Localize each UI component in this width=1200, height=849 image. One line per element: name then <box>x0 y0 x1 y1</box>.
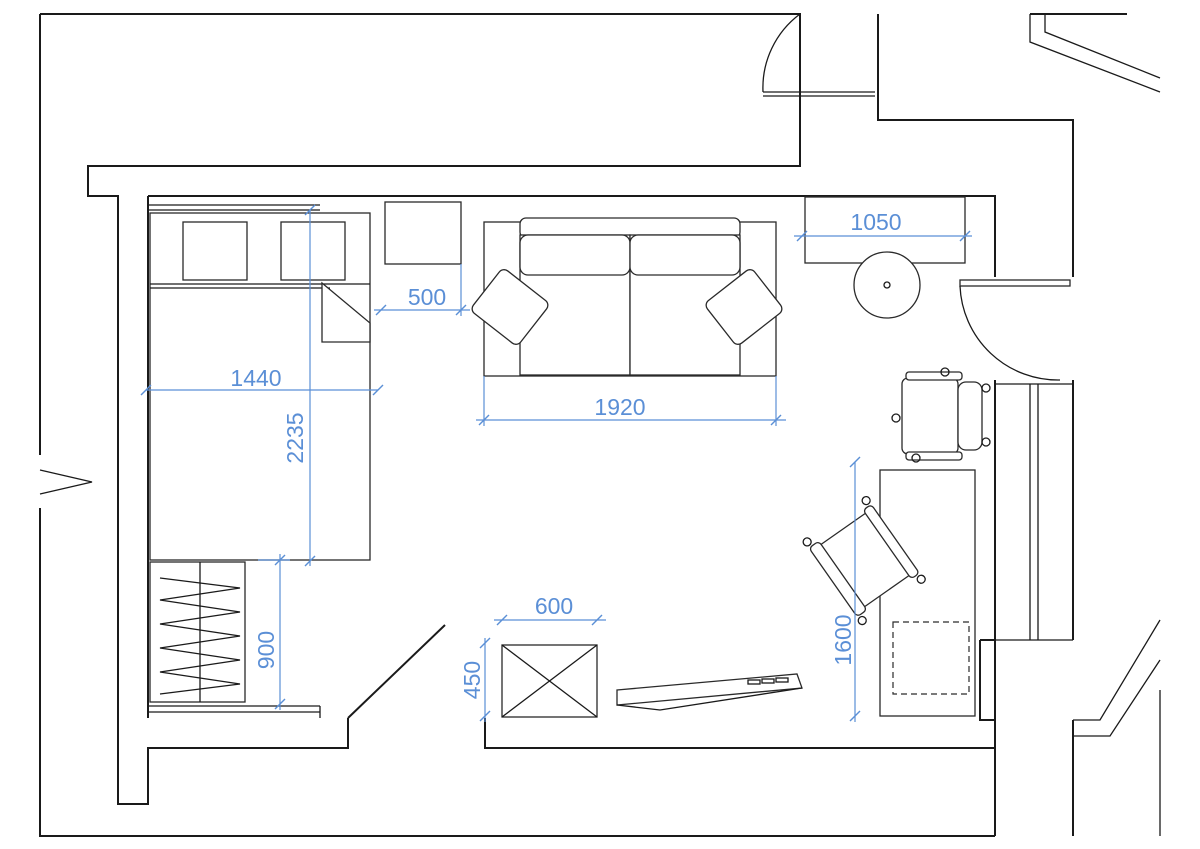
sofa <box>471 217 783 377</box>
storage-cabinet <box>501 644 598 718</box>
dim-nightstand-gap-label: 500 <box>408 284 446 310</box>
dim-sofa-width: 1920 <box>476 376 786 426</box>
dim-bed-width-label: 1440 <box>230 365 281 391</box>
balcony-door <box>959 279 1073 385</box>
dim-wardrobe-width-label: 900 <box>253 631 279 669</box>
dim-cabinet-width-label: 600 <box>535 593 573 619</box>
dim-shelf-width: 1050 <box>794 209 972 242</box>
bevel-wall <box>347 624 446 719</box>
desk-chair <box>802 495 926 626</box>
bed <box>148 204 371 561</box>
desk <box>879 469 976 717</box>
dim-desk-length: 1600 <box>830 456 861 722</box>
dim-bed-length-label: 2235 <box>282 412 308 463</box>
tv-unit <box>616 673 803 711</box>
dim-sofa-width-label: 1920 <box>594 394 645 420</box>
dim-nightstand-gap: 500 <box>374 264 470 316</box>
dim-wardrobe-width: 900 <box>253 554 290 710</box>
armchair <box>891 367 991 463</box>
walls <box>39 13 1161 837</box>
bedside-cabinet <box>384 201 462 265</box>
dim-cabinet-depth-label: 450 <box>459 661 485 699</box>
dim-cabinet-width: 600 <box>494 593 606 626</box>
wall-opening-notch <box>39 469 93 495</box>
dim-shelf-width-label: 1050 <box>850 209 901 235</box>
wardrobe <box>148 561 321 718</box>
entry-door <box>762 13 875 97</box>
dim-cabinet-depth: 450 <box>459 637 491 722</box>
dim-bed-width: 1440 <box>140 365 384 396</box>
dim-bed-length: 2235 <box>282 204 316 567</box>
dim-desk-length-label: 1600 <box>830 614 856 665</box>
balcony-window <box>995 384 1073 641</box>
round-table <box>853 251 921 319</box>
